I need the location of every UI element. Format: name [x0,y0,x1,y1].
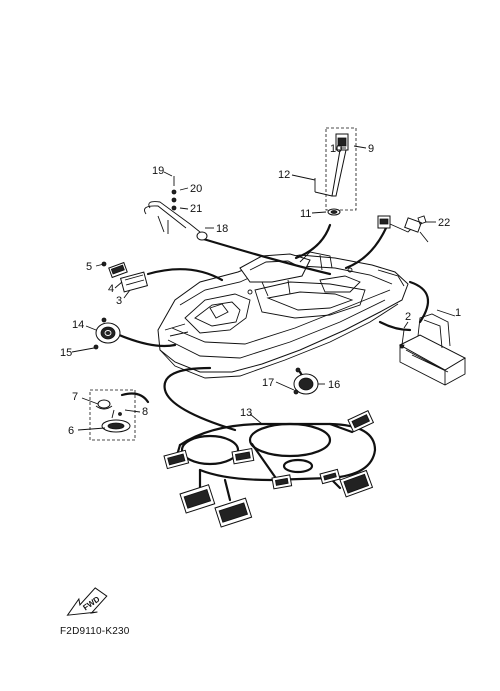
callout-4: 4 [108,283,114,295]
callout-17: 17 [262,377,274,389]
part-speaker-left [93,317,121,350]
part-grab-rail [144,176,208,241]
callout-1: 1 [455,307,461,319]
callout-6: 6 [68,425,74,437]
part-sensor-group [89,389,136,441]
callout-16: 16 [328,379,340,391]
leader-lines [71,145,456,431]
callout-7: 7 [72,391,78,403]
callout-9: 9 [368,143,374,155]
callout-22: 22 [438,217,450,229]
part-wiring-harness [163,410,377,528]
part-screw-2 [399,329,405,349]
fwd-arrow: FWD [66,587,108,616]
callout-labels: 1 2 3 4 5 6 7 8 9 10 11 12 13 14 15 16 1… [60,143,461,437]
diagram-part-code: F2D9110-K230 [60,626,130,637]
callout-14: 14 [72,319,84,331]
callout-18: 18 [216,223,228,235]
part-antenna [314,127,357,216]
callout-13: 13 [240,407,252,419]
callout-20: 20 [190,183,202,195]
part-switch-block [101,261,149,293]
part-speaker-right [293,367,319,395]
callout-15: 15 [60,347,72,359]
part-battery-bracket [398,313,467,386]
callout-19: 19 [152,165,164,177]
callout-3: 3 [116,295,122,307]
callout-12: 12 [278,169,290,181]
part-connector-22 [377,215,429,243]
callout-11: 11 [300,208,311,220]
callout-5: 5 [86,261,92,273]
callout-2: 2 [405,311,411,323]
callout-8: 8 [142,406,148,418]
wiring-routes [106,223,430,432]
callout-21: 21 [190,203,202,215]
callout-10: 10 [330,143,342,155]
